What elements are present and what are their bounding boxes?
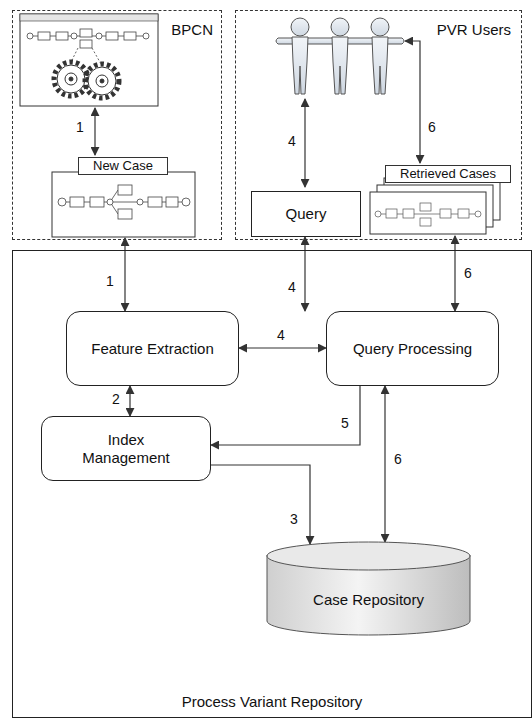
- connector: [454, 236, 455, 311]
- edge-label: 6: [462, 266, 474, 281]
- box-label: Retrieved Cases: [385, 165, 511, 183]
- box-label: Index Management: [71, 431, 181, 467]
- bpcn-screen: [20, 14, 158, 106]
- box-label: Feature Extraction: [91, 340, 214, 358]
- new-case-model: [52, 172, 195, 237]
- process-box: Index Management: [41, 416, 211, 481]
- bpcn-region: BPCN New Case: [12, 10, 222, 240]
- edge-label: 4: [275, 328, 287, 343]
- connector: [304, 237, 305, 311]
- box-label: Case Repository: [313, 591, 424, 609]
- edge-label: 1: [104, 274, 116, 289]
- connector: [384, 386, 385, 542]
- users-query-link: [304, 99, 305, 187]
- bpcn-link: [94, 108, 95, 155]
- process-box: Feature Extraction: [66, 311, 239, 386]
- retrieved-cards: [370, 178, 500, 234]
- region-label: PVR Users: [437, 21, 511, 39]
- users-figure: [276, 18, 404, 94]
- box-label: Query Processing: [353, 340, 472, 358]
- connector: [239, 347, 326, 348]
- edge-label: 4: [286, 280, 298, 295]
- users-results-link: [405, 41, 420, 163]
- new-case: New Case: [53, 157, 196, 238]
- cylinder-top: [267, 542, 470, 570]
- edge-label: 6: [392, 452, 404, 467]
- connector: [129, 386, 130, 416]
- region-label: Process Variant Repository: [13, 693, 531, 711]
- cylinder-shape: [266, 541, 471, 636]
- process-box: Query Processing: [326, 311, 499, 386]
- callout-number: 1: [74, 120, 86, 135]
- callout-number: 4: [286, 134, 298, 149]
- connector: [211, 386, 360, 445]
- edge-label: 5: [339, 416, 351, 431]
- box-label: Query: [286, 205, 327, 223]
- edge-label: 2: [110, 392, 122, 407]
- region-label: BPCN: [171, 21, 213, 39]
- query-box: Query: [251, 191, 361, 237]
- callout-number: 6: [426, 120, 438, 135]
- box-label: New Case: [78, 157, 168, 175]
- retrieved-cases: Retrieved Cases: [371, 165, 503, 236]
- users-region: PVR UsersQuery Retrieved Cases: [235, 10, 522, 240]
- edge-label: 3: [288, 512, 300, 527]
- connector: [211, 465, 310, 544]
- connector: [124, 238, 125, 311]
- case-repository: Case Repository: [266, 541, 471, 636]
- repository-region: Process Variant Repository Feature Extrac…: [12, 250, 532, 718]
